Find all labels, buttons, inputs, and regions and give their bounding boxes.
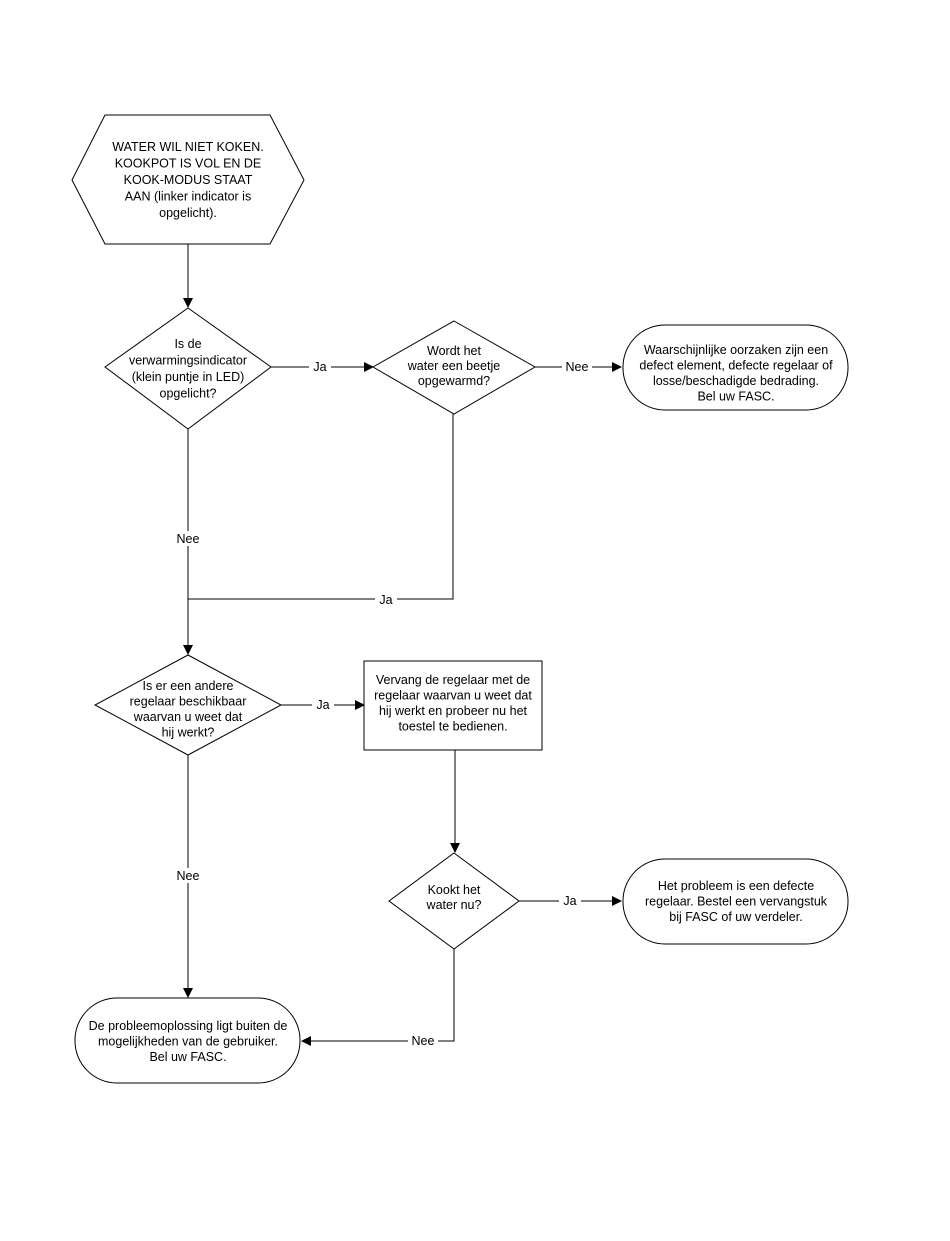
edge-label-boiling-no: Nee bbox=[412, 1034, 435, 1048]
shapes bbox=[71, 114, 849, 1084]
arrowhead bbox=[450, 843, 460, 853]
node-text-line: mogelijkheden van de gebruiker. bbox=[98, 1035, 278, 1049]
end-defect-regulator-text: Het probleem is een defecte regelaar. Bes… bbox=[645, 879, 828, 924]
end-beyond-user-text: De probleemoplossing ligt buiten de mogel… bbox=[89, 1019, 288, 1064]
end-causes-text: Waarschijnlijke oorzaken zijn een defect … bbox=[639, 343, 833, 404]
end-beyond-user-terminator bbox=[74, 997, 301, 1084]
node-text-line: opgelicht? bbox=[160, 387, 217, 401]
arrowhead bbox=[183, 988, 193, 998]
node-text-line: WATER WIL NIET KOKEN. bbox=[112, 140, 263, 154]
connector-warm-to-merge bbox=[188, 414, 454, 600]
node-text-line: regelaar beschikbaar bbox=[130, 695, 247, 709]
node-text-line: Vervang de regelaar met de bbox=[376, 673, 530, 687]
node-text-line: hij werkt? bbox=[162, 726, 215, 740]
node-text-line: defect element, defecte regelaar of bbox=[639, 359, 833, 373]
decision-warm-diamond bbox=[371, 320, 537, 415]
edge-label-warm-yes: Ja bbox=[379, 593, 392, 607]
node-texts: WATER WIL NIET KOKEN. KOOKPOT IS VOL EN D… bbox=[89, 140, 833, 1064]
arrowhead bbox=[183, 645, 193, 655]
node-text-line: regelaar waarvan u weet dat bbox=[374, 689, 532, 703]
start-text: WATER WIL NIET KOKEN. KOOKPOT IS VOL EN D… bbox=[112, 140, 263, 220]
edge-label-warm-no: Nee bbox=[566, 360, 589, 374]
node-text-line: Kookt het bbox=[428, 883, 481, 897]
node-text-line: Bel uw FASC. bbox=[697, 390, 774, 404]
arrowhead bbox=[183, 298, 193, 308]
node-text-line: verwarmingsindicator bbox=[129, 354, 247, 368]
edge-label-boiling-yes: Ja bbox=[563, 894, 576, 908]
edge-labels: Ja Nee Nee Ja Ja Nee Ja Nee bbox=[172, 359, 592, 1048]
node-text-line: losse/beschadigde bedrading. bbox=[653, 374, 819, 388]
node-text-line: Is er een andere bbox=[142, 679, 233, 693]
edge-label-indicator-yes: Ja bbox=[313, 360, 326, 374]
decision-boiling-diamond bbox=[388, 852, 520, 950]
node-text-line: water een beetje bbox=[407, 359, 500, 373]
node-text-line: waarvan u weet dat bbox=[133, 710, 243, 724]
node-text-line: KOOK-MODUS STAAT bbox=[124, 173, 253, 187]
arrowhead bbox=[612, 896, 622, 906]
process-replace-regulator-box bbox=[363, 660, 543, 751]
node-text-line: toestel te bedienen. bbox=[398, 720, 507, 734]
end-causes-terminator bbox=[622, 324, 849, 411]
process-replace-regulator-text: Vervang de regelaar met de regelaar waarv… bbox=[374, 673, 532, 734]
edge-label-other-no: Nee bbox=[177, 869, 200, 883]
edge-label-indicator-no: Nee bbox=[177, 532, 200, 546]
node-text-line: regelaar. Bestel een vervangstuk bbox=[645, 895, 828, 909]
node-text-line: AAN (linker indicator is bbox=[125, 190, 251, 204]
decision-other-regulator-diamond bbox=[93, 654, 283, 756]
node-text-line: hij werkt en probeer nu het bbox=[379, 704, 528, 718]
connector-boiling-to-beyond bbox=[311, 949, 455, 1042]
node-text-line: Waarschijnlijke oorzaken zijn een bbox=[644, 343, 828, 357]
arrowhead bbox=[301, 1036, 311, 1046]
node-text-line: bij FASC of uw verdeler. bbox=[669, 910, 802, 924]
edge-label-other-yes: Ja bbox=[316, 698, 329, 712]
node-text-line: (klein puntje in LED) bbox=[132, 370, 245, 384]
node-text-line: Bel uw FASC. bbox=[149, 1050, 226, 1064]
arrowhead bbox=[364, 362, 374, 372]
node-text-line: opgewarmd? bbox=[418, 374, 490, 388]
end-defect-regulator-terminator bbox=[622, 858, 849, 945]
arrowhead bbox=[612, 362, 622, 372]
start-hexagon bbox=[71, 114, 305, 245]
arrowhead bbox=[355, 700, 365, 710]
node-text-line: Is de bbox=[174, 337, 201, 351]
decision-indicator-diamond bbox=[104, 307, 272, 430]
node-text-line: water nu? bbox=[426, 898, 482, 912]
decision-indicator-text: Is de verwarmingsindicator (klein puntje i… bbox=[129, 337, 247, 401]
node-text-line: Wordt het bbox=[427, 344, 481, 358]
node-text-line: opgelicht). bbox=[159, 206, 217, 220]
node-text-line: KOOKPOT IS VOL EN DE bbox=[115, 157, 262, 171]
node-text-line: De probleemoplossing ligt buiten de bbox=[89, 1019, 288, 1033]
node-text-line: Het probleem is een defecte bbox=[658, 879, 814, 893]
